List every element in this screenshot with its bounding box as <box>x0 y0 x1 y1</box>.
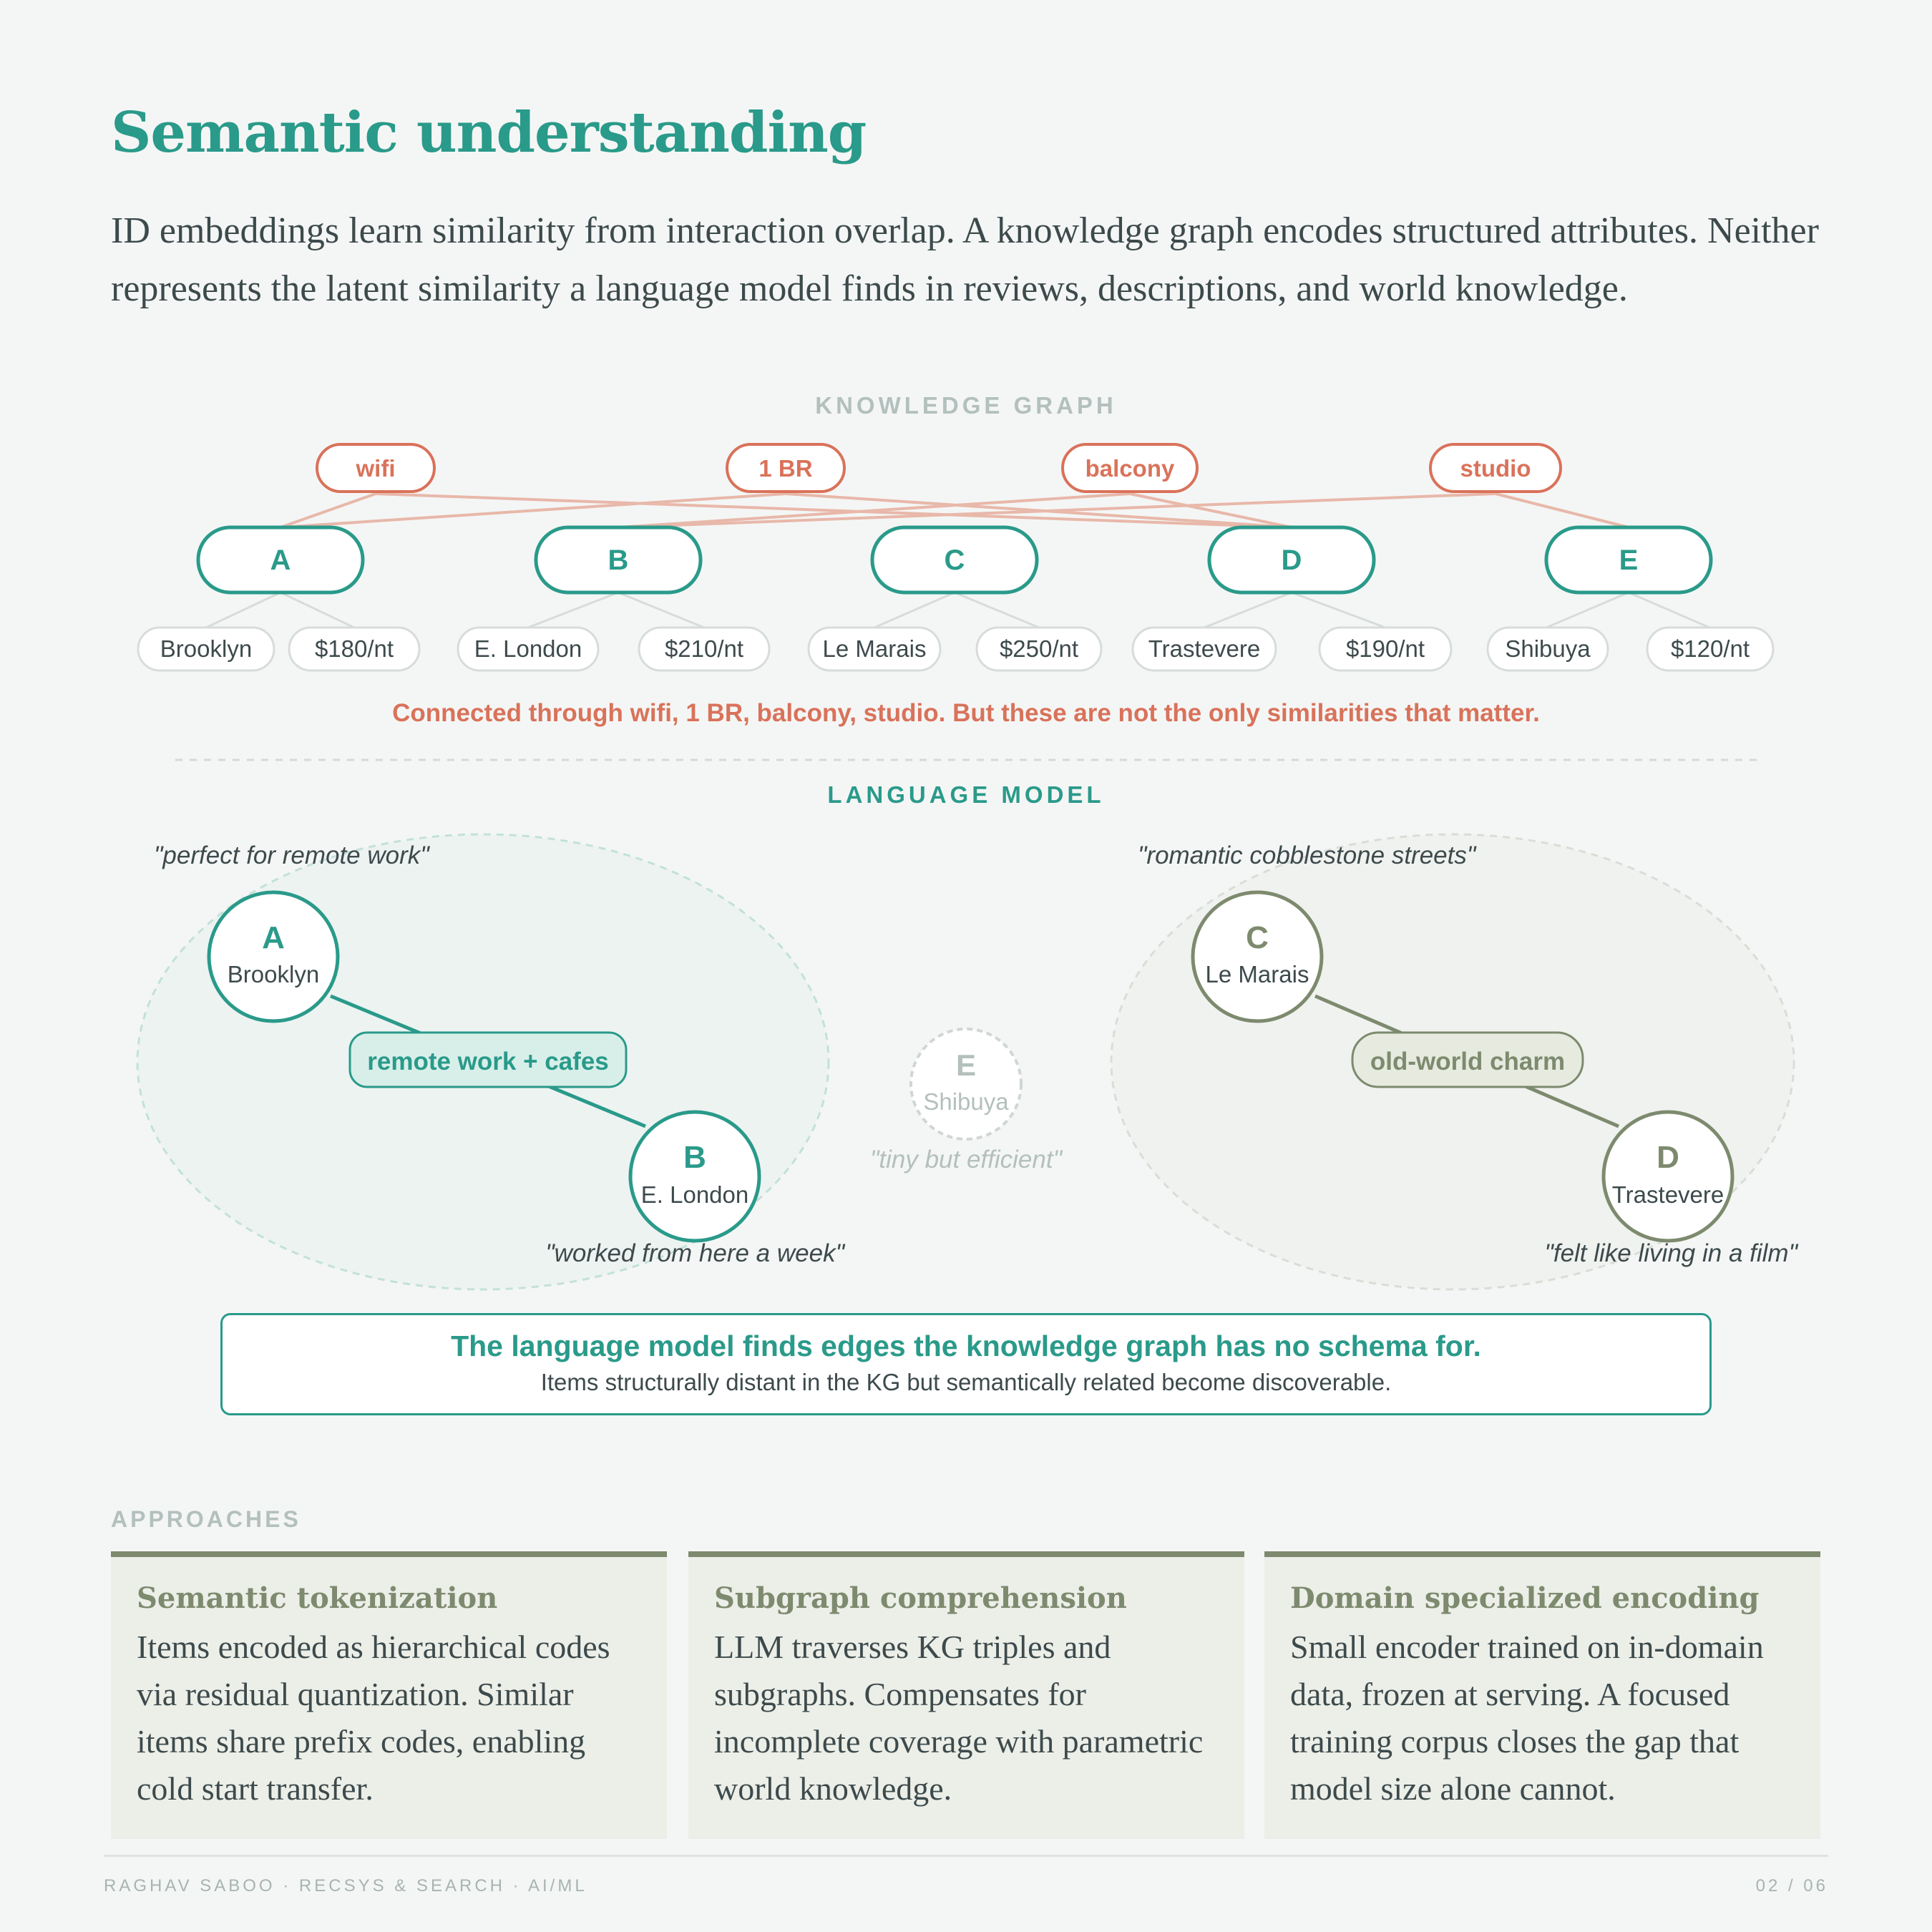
lm-node-location: Trastevere <box>1612 1181 1724 1208</box>
svg-text:Trastevere: Trastevere <box>1148 635 1261 662</box>
svg-text:$210/nt: $210/nt <box>665 635 743 662</box>
kg-edge-balcony-b <box>618 492 1131 529</box>
kg-attribute-label: studio <box>1460 455 1531 482</box>
quote-remote-work: "perfect for remote work" <box>154 841 430 869</box>
approach-card-domain-encoding: Domain specialized encoding Small encode… <box>1264 1551 1820 1839</box>
kg-item-e: E <box>1544 525 1713 595</box>
tag-price-a: $180/nt <box>288 626 421 672</box>
tag-price-d: $190/nt <box>1318 626 1453 672</box>
kg-edge-wifi-d <box>375 492 1292 529</box>
kg-item-id: B <box>608 545 629 576</box>
key-insight-callout: The language model finds edges the knowl… <box>220 1313 1712 1415</box>
svg-text:E. London: E. London <box>474 635 582 662</box>
lm-node-b: B E. London <box>628 1110 761 1243</box>
kg-item-id: A <box>270 545 291 576</box>
lm-edge-label-old-world: old-world charm <box>1351 1031 1584 1088</box>
svg-text:$250/nt: $250/nt <box>1000 635 1078 662</box>
quote-tiny-efficient: "tiny but efficient" <box>870 1146 1063 1174</box>
lm-node-location: Brooklyn <box>228 961 319 987</box>
kg-item-d: D <box>1207 525 1376 595</box>
kg-edges <box>280 492 1629 529</box>
quote-living-film: "felt like living in a film" <box>1544 1239 1798 1267</box>
svg-text:old-world charm: old-world charm <box>1370 1048 1565 1075</box>
tag-location-d: Trastevere <box>1131 626 1277 672</box>
kg-item-id: C <box>945 545 965 576</box>
quote-romantic-streets: "romantic cobblestone streets" <box>1138 841 1477 869</box>
card-body: Small encoder trained on in-domain data,… <box>1290 1629 1764 1807</box>
footer-author: RAGHAV SABOO · RECSYS & SEARCH · AI/ML <box>104 1876 587 1896</box>
tag-price-b: $210/nt <box>638 626 771 672</box>
svg-text:Le Marais: Le Marais <box>823 635 927 662</box>
kg-sub-edges <box>205 591 1710 629</box>
approach-card-semantic-tokenization: Semantic tokenization Items encoded as h… <box>111 1551 667 1839</box>
svg-text:$120/nt: $120/nt <box>1671 635 1750 662</box>
kg-item-id: D <box>1282 545 1302 576</box>
knowledge-graph-label: KNOWLEDGE GRAPH <box>815 392 1117 419</box>
kg-attribute-1br: 1 BR <box>726 443 846 493</box>
kg-edge-wifi-a <box>280 492 376 529</box>
card-title: Domain specialized encoding <box>1290 1581 1760 1615</box>
kg-edge-1br-a <box>280 492 786 529</box>
lm-edge-label-remote-work: remote work + cafes <box>348 1031 628 1088</box>
approaches-label: APPROACHES <box>111 1506 301 1532</box>
card-body: Items encoded as hierarchical codes via … <box>137 1629 610 1807</box>
tag-location-c: Le Marais <box>807 626 942 672</box>
approach-card-subgraph-comprehension: Subgraph comprehension LLM traverses KG … <box>688 1551 1244 1839</box>
kg-edge-studio-b <box>618 492 1496 529</box>
page-title: Semantic understanding <box>111 100 867 165</box>
lm-node-location: Shibuya <box>923 1088 1009 1115</box>
kg-attribute-balcony: balcony <box>1061 443 1199 493</box>
lm-node-c: C Le Marais <box>1191 890 1324 1023</box>
lm-node-a: A Brooklyn <box>207 890 340 1023</box>
tag-price-e: $120/nt <box>1646 626 1775 672</box>
svg-text:$190/nt: $190/nt <box>1346 635 1425 662</box>
kg-item-a: A <box>196 525 365 595</box>
kg-item-id: E <box>1619 545 1639 576</box>
card-title: Subgraph comprehension <box>714 1581 1127 1615</box>
language-model-label: LANGUAGE MODEL <box>827 781 1104 808</box>
tag-location-a: Brooklyn <box>137 626 275 672</box>
lm-node-id: B <box>683 1140 706 1175</box>
footer-divider <box>104 1855 1828 1857</box>
callout-title: The language model finds edges the knowl… <box>451 1330 1481 1362</box>
lm-node-location: Le Marais <box>1206 961 1309 987</box>
svg-text:Brooklyn: Brooklyn <box>160 635 252 662</box>
kg-item-c: C <box>870 525 1039 595</box>
lm-node-e-orphan: E Shibuya <box>909 1028 1023 1141</box>
lm-node-id: A <box>262 920 285 955</box>
tag-price-c: $250/nt <box>975 626 1103 672</box>
kg-edge-studio-e <box>1495 492 1629 529</box>
lm-node-id: D <box>1657 1140 1679 1175</box>
svg-text:Shibuya: Shibuya <box>1505 635 1591 662</box>
kg-attribute-label: balcony <box>1085 455 1175 482</box>
kg-attribute-label: 1 BR <box>758 455 812 482</box>
kg-attribute-label: wifi <box>356 455 396 482</box>
footer-page-number: 02 / 06 <box>1755 1876 1828 1896</box>
lm-node-id: C <box>1246 920 1269 955</box>
svg-text:remote work + cafes: remote work + cafes <box>367 1048 609 1075</box>
tag-location-b: E. London <box>457 626 600 672</box>
lm-node-id: E <box>956 1048 976 1082</box>
kg-edge-balcony-d <box>1129 492 1292 529</box>
kg-attribute-wifi: wifi <box>316 443 436 493</box>
kg-item-b: B <box>534 525 703 595</box>
card-title: Semantic tokenization <box>137 1581 498 1615</box>
card-body: LLM traverses KG triples and subgraphs. … <box>714 1629 1204 1807</box>
callout-subtitle: Items structurally distant in the KG but… <box>540 1369 1392 1395</box>
kg-note: Connected through wifi, 1 BR, balcony, s… <box>392 699 1540 727</box>
quote-worked-week: "worked from here a week" <box>545 1239 845 1267</box>
tag-location-e: Shibuya <box>1486 626 1609 672</box>
lm-node-d: D Trastevere <box>1601 1110 1735 1243</box>
svg-text:$180/nt: $180/nt <box>315 635 394 662</box>
lead-paragraph: ID embeddings learn similarity from inte… <box>111 210 1819 309</box>
kg-item-tags: Brooklyn $180/nt E. London $210/nt Le Ma… <box>137 626 1775 672</box>
lm-node-location: E. London <box>641 1181 748 1208</box>
kg-attribute-studio: studio <box>1429 443 1562 493</box>
